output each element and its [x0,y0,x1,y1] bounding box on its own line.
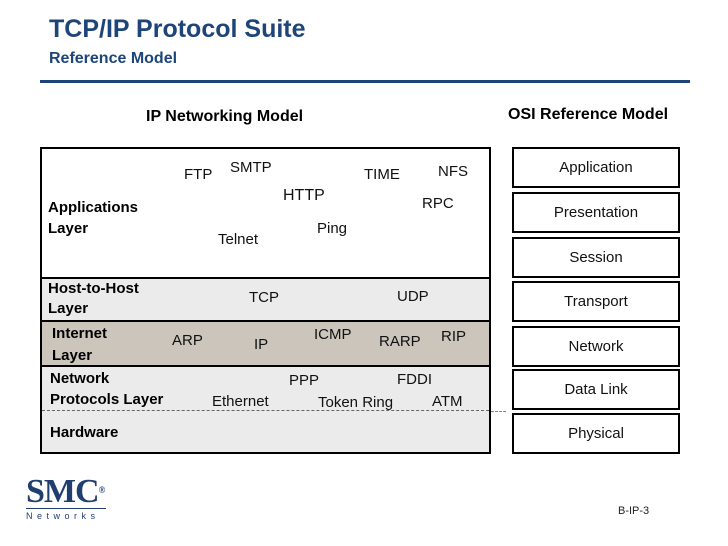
protocol-ip: IP [254,336,269,353]
slide-title: TCP/IP Protocol Suite [49,15,306,43]
protocol-tcp: TCP [249,289,279,306]
protocol-atm: ATM [432,393,463,410]
logo-wordmark: SMC® [26,473,105,510]
logo-text: SMC [26,473,100,510]
osi-layer-data-link: Data Link [512,369,680,410]
protocol-smtp: SMTP [230,159,272,176]
hardware-layer-band [42,411,489,452]
protocol-token-ring: Token Ring [318,394,394,411]
ip-networking-model-box: Applications Layer FTP SMTP TIME NFS HTT… [40,147,491,454]
applications-layer-band [42,149,489,277]
title-divider [40,80,690,83]
osi-layer-transport: Transport [512,281,680,322]
protocol-icmp: ICMP [314,326,352,343]
logo-subtext: Networks [26,508,106,521]
applications-layer-label: Applications Layer [48,199,139,237]
slide-subtitle: Reference Model [49,50,178,67]
smc-networks-logo: SMC® Networks [26,475,106,521]
internet-layer-label: Internet Layer [52,325,108,364]
hardware-layer-label: Hardware [50,424,119,441]
network-protocols-layer-label: Network Protocols Layer [50,370,164,408]
protocol-nfs: NFS [438,163,468,180]
protocol-http: HTTP [283,187,325,204]
internet-layer-band [42,320,489,365]
osi-layer-network: Network [512,326,680,367]
protocol-telnet: Telnet [218,231,259,248]
osi-layer-application: Application [512,147,680,188]
dashed-line-overhang [491,411,506,412]
page-number: B-IP-3 [618,505,650,517]
protocol-fddi: FDDI [397,371,432,388]
protocol-ftp: FTP [184,166,213,183]
protocol-arp: ARP [172,332,203,349]
protocol-rpc: RPC [422,195,454,212]
protocol-udp: UDP [397,288,429,305]
protocol-time: TIME [364,166,400,183]
osi-layer-presentation: Presentation [512,192,680,233]
network-protocols-layer-band [42,365,489,411]
osi-layer-session: Session [512,237,680,278]
ip-model-heading: IP Networking Model [146,108,304,125]
osi-layer-physical: Physical [512,413,680,454]
protocol-rip: RIP [441,328,467,345]
host-to-host-layer-label: Host-to-Host Layer [48,280,139,317]
protocol-ping: Ping [317,220,348,237]
protocol-ethernet: Ethernet [212,393,269,410]
protocol-rarp: RARP [379,333,421,350]
registered-trademark-icon: ® [98,485,106,495]
protocol-ppp: PPP [289,372,320,389]
osi-model-heading: OSI Reference Model [508,106,669,123]
host-to-host-layer-band [42,277,489,320]
